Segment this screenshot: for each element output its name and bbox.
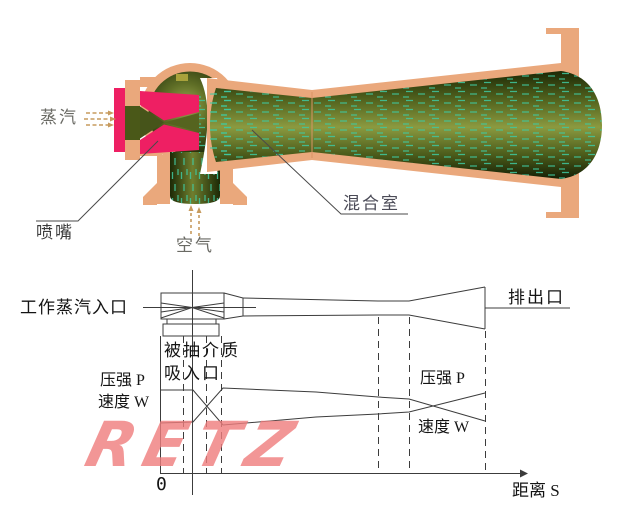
suction-inlet-label: 被抽介质 吸入口: [164, 339, 240, 385]
discharge-outlet-label: 排出口: [508, 288, 565, 307]
axis-velocity-label: 速度 W: [98, 394, 150, 411]
pressure-curve: [160, 389, 486, 426]
ejector-profile-outline: [143, 270, 570, 495]
mixing-chamber-label: 混合室: [343, 194, 400, 213]
callout-leader-lines: [36, 129, 408, 222]
mixing-chamber-and-diffuser: [207, 28, 602, 218]
steam-arrowheads: [108, 110, 116, 128]
nozzle-label: 喷嘴: [36, 223, 74, 242]
air-arrowheads: [188, 205, 202, 213]
curve-pressure-label: 压强 P: [420, 370, 465, 387]
distance-axis-label: 距离 S: [512, 481, 560, 500]
suction-inlet-label-line1: 被抽介质: [164, 341, 240, 360]
graph-axes: [160, 336, 520, 474]
steam-nozzle: [140, 88, 236, 158]
section-divider-dashed-lines: [183, 317, 486, 473]
steam-flow-arrows: [84, 112, 110, 126]
air-label: 空气: [176, 236, 214, 255]
axis-pressure-label: 压强 P: [100, 372, 145, 389]
x-axis-arrowhead: [520, 469, 528, 478]
velocity-curve: [159, 387, 486, 424]
suction-inlet-label-line2: 吸入口: [164, 364, 221, 383]
curve-velocity-label: 速度 W: [418, 419, 470, 436]
steam-label: 蒸汽: [40, 108, 78, 127]
working-steam-inlet-label: 工作蒸汽入口: [20, 298, 128, 317]
pressure-velocity-curves: [159, 387, 486, 426]
origin-label: 0: [156, 474, 167, 495]
air-flow-arrows: [190, 211, 200, 236]
retz-watermark: RETZ: [78, 408, 311, 481]
